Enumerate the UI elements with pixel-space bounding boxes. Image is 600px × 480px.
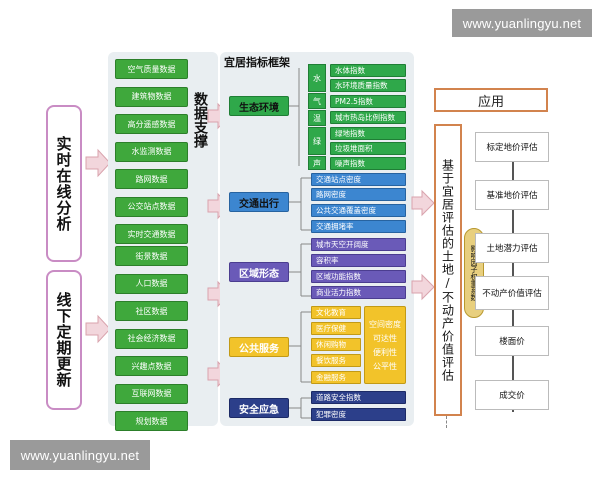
source-item: 空气质量数据 — [115, 59, 188, 79]
influence-factor-label: 影响因子权重系数 — [470, 245, 478, 301]
application-item: 成交价 — [475, 380, 549, 410]
category-eco: 生态环境 — [229, 96, 289, 116]
source-item: 实时交通数据 — [115, 224, 188, 244]
traffic-item: 路网密度 — [311, 188, 406, 201]
public-item: 文化教育 — [311, 306, 361, 319]
public-metric: 公平性 — [373, 361, 397, 371]
data-support-title: 数据支撑 — [192, 92, 208, 148]
source-item: 兴趣点数据 — [115, 356, 188, 376]
traffic-item: 交通拥堵率 — [311, 220, 406, 233]
source-item: 互联网数据 — [115, 383, 188, 404]
safety-item: 道路安全指数 — [311, 391, 406, 404]
eco-tag-air: 气 — [308, 93, 326, 109]
evaluation-label: 基于宜居评估的土地/不动产价值评估 — [440, 158, 455, 382]
category-safety: 安全应急 — [229, 398, 289, 418]
application-item: 基准地价评估 — [475, 180, 549, 210]
eco-tag-temp: 温 — [308, 110, 326, 126]
application-item: 土地潜力评估 — [475, 233, 549, 263]
watermark-top: www.yuanlingyu.net — [452, 9, 592, 37]
source-item: 社区数据 — [115, 301, 188, 321]
eco-item: 绿地指数 — [330, 127, 406, 140]
realtime-analysis-box: 实时在线分析 — [46, 105, 82, 262]
public-item: 休闲购物 — [311, 338, 361, 351]
urban-bracket — [289, 243, 313, 297]
source-item: 建筑物数据 — [115, 86, 188, 107]
arrow-framework-1 — [411, 189, 435, 217]
eco-bracket — [289, 68, 300, 166]
category-urban: 区域形态 — [229, 262, 289, 282]
public-metric: 可达性 — [373, 333, 397, 343]
application-item: 标定地价评估 — [475, 132, 549, 162]
public-metric: 空间密度 — [369, 319, 401, 329]
eco-tag-noise: 声 — [308, 156, 326, 170]
public-item: 餐饮服务 — [311, 354, 361, 367]
urban-item: 容积率 — [311, 254, 406, 267]
category-traffic: 交通出行 — [229, 192, 289, 212]
offline-sources: 街景数据 人口数据 社区数据 社会经济数据 兴趣点数据 互联网数据 规划数据 — [115, 246, 188, 431]
public-item: 金融服务 — [311, 371, 361, 384]
eco-item: 城市热岛比例指数 — [330, 111, 406, 124]
eco-item: 垃圾堆面积 — [330, 142, 406, 155]
eco-item: 水环境质量指数 — [330, 79, 406, 92]
urban-item: 城市天空开阔度 — [311, 238, 406, 251]
application-title: 应用 — [434, 88, 548, 112]
realtime-analysis-label: 实时在线分析 — [54, 135, 73, 232]
source-item: 规划数据 — [115, 411, 188, 431]
application-item: 不动产价值评估 — [475, 276, 549, 310]
realtime-sources: 空气质量数据 建筑物数据 高分遥感数据 水监测数据 路网数据 公交站点数据 实时… — [115, 59, 188, 244]
eco-item: 水体指数 — [330, 64, 406, 77]
framework-title: 宜居指标框架 — [224, 56, 290, 69]
source-item: 公交站点数据 — [115, 196, 188, 217]
urban-item: 区域功能指数 — [311, 270, 406, 283]
source-item: 水监测数据 — [115, 141, 188, 162]
framework-arrows — [411, 189, 435, 301]
eco-item: 噪声指数 — [330, 157, 406, 170]
eco-item: PM2.5指数 — [330, 95, 406, 108]
application-item: 楼面价 — [475, 326, 549, 356]
source-item: 路网数据 — [115, 169, 188, 189]
evaluation-box: 基于宜居评估的土地/不动产价值评估 — [434, 124, 462, 416]
public-metric: 便利性 — [373, 347, 397, 357]
source-item: 人口数据 — [115, 273, 188, 294]
source-item: 街景数据 — [115, 246, 188, 266]
traffic-item: 交通站点密度 — [311, 173, 406, 186]
source-item: 高分遥感数据 — [115, 114, 188, 134]
urban-item: 商业活力指数 — [311, 286, 406, 299]
public-metrics-box: 空间密度 可达性 便利性 公平性 — [364, 306, 406, 384]
arrow-framework-2 — [411, 273, 435, 301]
category-public: 公共服务 — [229, 337, 289, 357]
public-bracket — [289, 311, 313, 383]
eco-tag-green: 绿 — [308, 127, 326, 155]
offline-update-label: 线下定期更新 — [54, 292, 73, 388]
arrow-offline — [85, 314, 111, 344]
arrow-realtime — [85, 148, 111, 178]
source-item: 社会经济数据 — [115, 328, 188, 349]
safety-item: 犯罪密度 — [311, 408, 406, 421]
left-arrows — [85, 148, 111, 344]
traffic-bracket — [289, 177, 313, 231]
offline-update-box: 线下定期更新 — [46, 270, 82, 410]
watermark-bottom: www.yuanlingyu.net — [10, 440, 150, 470]
application-line — [512, 132, 514, 412]
traffic-item: 公共交通覆盖密度 — [311, 204, 406, 217]
public-item: 医疗保健 — [311, 322, 361, 335]
eco-tag-water: 水 — [308, 64, 326, 92]
safety-bracket — [289, 397, 313, 419]
evaluation-dash — [446, 416, 447, 428]
